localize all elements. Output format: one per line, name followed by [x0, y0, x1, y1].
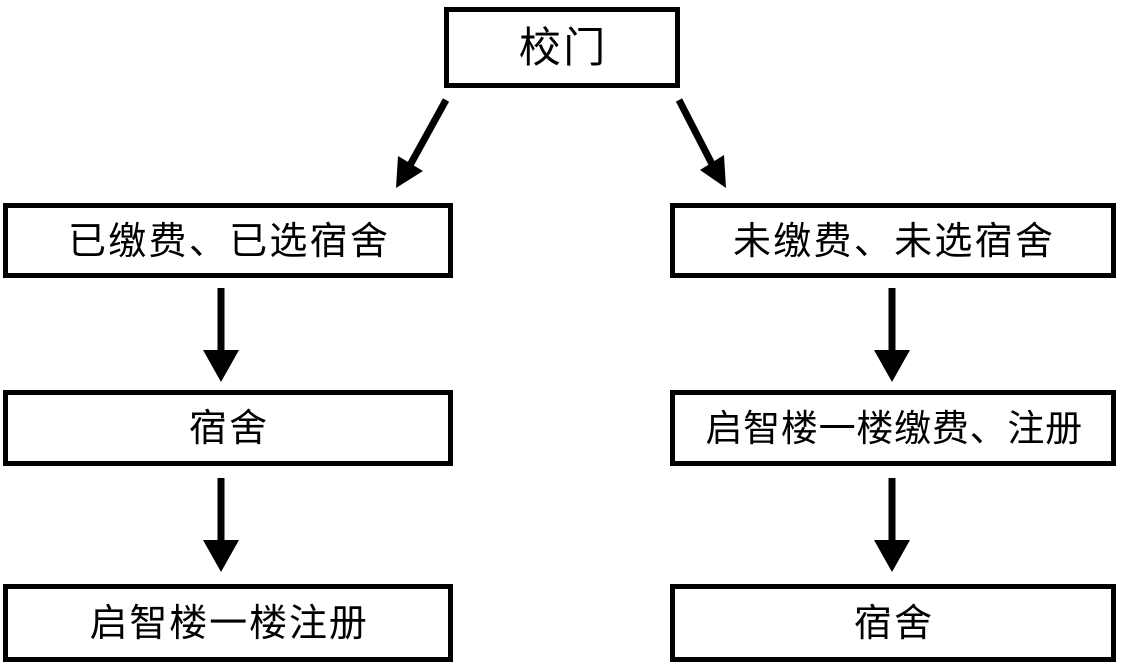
node-dormitory-left[interactable]: 宿舍 — [3, 390, 453, 466]
node-paid-and-dorm-selected-label: 已缴费、已选宿舍 — [68, 218, 391, 263]
node-unpaid-and-dorm-not-selected[interactable]: 未缴费、未选宿舍 — [670, 203, 1116, 278]
node-qizhi-building-payment-registration[interactable]: 启智楼一楼缴费、注册 — [670, 390, 1116, 466]
node-school-gate-label: 校门 — [518, 22, 608, 72]
node-unpaid-and-dorm-not-selected-label: 未缴费、未选宿舍 — [733, 218, 1056, 263]
node-qizhi-building-payment-registration-label: 启智楼一楼缴费、注册 — [705, 406, 1083, 450]
node-dormitory-left-label: 宿舍 — [188, 406, 270, 450]
node-dormitory-right-label: 宿舍 — [853, 601, 935, 645]
node-school-gate[interactable]: 校门 — [444, 7, 680, 88]
node-qizhi-building-registration[interactable]: 启智楼一楼注册 — [3, 584, 453, 662]
edge-left-2-to-left-3 — [203, 478, 239, 572]
edge-root-to-left-branch — [396, 98, 450, 188]
node-qizhi-building-registration-label: 启智楼一楼注册 — [89, 601, 369, 645]
edge-left-1-to-left-2 — [203, 288, 239, 382]
edge-root-to-right-branch — [675, 98, 726, 188]
edge-right-2-to-right-3 — [874, 478, 910, 572]
node-paid-and-dorm-selected[interactable]: 已缴费、已选宿舍 — [3, 203, 453, 278]
edge-right-1-to-right-2 — [874, 288, 910, 382]
node-dormitory-right[interactable]: 宿舍 — [670, 584, 1116, 662]
